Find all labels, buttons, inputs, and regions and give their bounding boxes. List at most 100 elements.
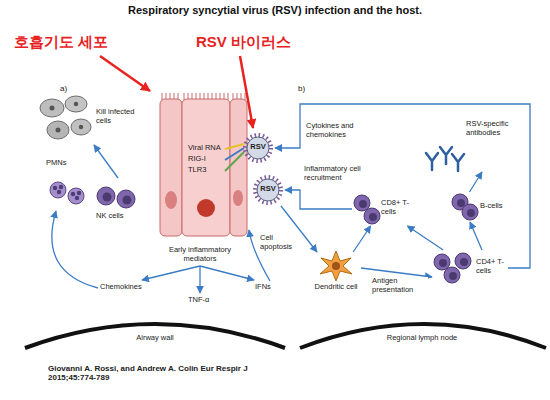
pmn-cells <box>53 186 57 190</box>
infected-cells <box>65 96 87 112</box>
flow-arrows <box>142 266 200 280</box>
dendritic-cell: Dendritic cell <box>312 252 361 302</box>
mediator-label: IFNs <box>255 283 271 292</box>
lymphocyte-nuclei <box>457 199 465 207</box>
antibodies: RSV-specific antibodies <box>420 118 519 172</box>
pmn-cells <box>50 182 66 198</box>
lymphocyte-nuclei <box>359 200 367 208</box>
panel-letter: b) <box>298 84 305 93</box>
lymphocytes <box>354 195 370 211</box>
connector-arrow <box>470 222 482 250</box>
infected-cells <box>40 96 91 139</box>
airway-wall-arc <box>25 324 285 348</box>
region-label: Regional lymph node <box>372 334 472 343</box>
dendritic-cell-shape <box>320 251 352 281</box>
rsv-virus: RSV <box>242 132 275 164</box>
lymphocyte-nuclei <box>449 272 457 280</box>
annotation-label: RSV 바이러스 <box>196 33 291 50</box>
infected-cells <box>47 121 69 139</box>
pmn-cells <box>59 185 63 189</box>
pmn-cells <box>71 192 75 196</box>
lymphocytes <box>97 187 478 283</box>
edge-label: Cytokines and chemokines <box>306 122 366 139</box>
nk-cells: NK cells <box>92 182 144 226</box>
node-text: RIG-I <box>188 155 206 164</box>
infected-cells <box>71 119 91 135</box>
panel-letter: a) <box>60 84 67 93</box>
node-text: CD8+ T-cells <box>381 199 411 216</box>
connector-arrow <box>361 268 432 277</box>
connector-arrow <box>407 226 443 250</box>
connector-arrow <box>353 226 370 252</box>
node-text: RSV <box>242 143 274 152</box>
lymphocyte-nuclei <box>103 193 112 202</box>
node-text: Viral RNA <box>188 144 221 153</box>
mediator-label: TNF-α <box>188 296 209 305</box>
node-text: PMNs <box>46 159 66 168</box>
process-label: Inflammatory cell recruitment <box>304 165 366 182</box>
node-text: RSV-specific antibodies <box>466 120 518 137</box>
receptor-lines <box>225 152 244 171</box>
node-text: Dendritic cell <box>312 283 360 292</box>
flow-arrows <box>52 211 98 288</box>
infected-cells <box>50 106 55 111</box>
airway-epithelial-cells: Viral RNA RIG-I TLR3 <box>158 92 248 240</box>
lymphocytes <box>364 208 380 224</box>
flow-arrows <box>94 145 118 178</box>
node-text: NK cells <box>96 212 124 221</box>
antibody-symbols <box>426 147 464 171</box>
epithelial-cells <box>165 191 177 209</box>
citation: Giovanni A. Rossi, and Andrew A. Colin E… <box>48 364 278 382</box>
process-label: Kill infected cells <box>96 108 142 125</box>
infected-cells <box>79 125 83 129</box>
node-text: CD4+ T-cells <box>476 258 507 275</box>
epithelial-cells <box>230 99 247 236</box>
cd4-t-cells: CD4+ T-cells <box>432 250 508 286</box>
lymphocyte-nuclei <box>103 193 476 281</box>
red-pointer-arrow <box>100 56 150 91</box>
epithelial-cells <box>160 99 182 236</box>
node-text: RSV <box>252 185 284 194</box>
pmn-cells: PMNs <box>44 158 88 208</box>
lymphocytes <box>455 253 471 269</box>
mediator-label: Chemokines <box>100 283 142 292</box>
lymph-node-arc <box>300 324 546 348</box>
dendritic-cell-shape <box>320 251 352 281</box>
flow-arrows <box>52 145 270 293</box>
pmn-cells <box>68 188 84 204</box>
epithelial-cells <box>233 190 243 206</box>
flow-arrows <box>200 266 254 280</box>
pmn-cells <box>77 191 81 195</box>
receptor-lines <box>225 144 244 171</box>
lymphocytes <box>462 204 478 220</box>
lymphocyte-nuclei <box>467 209 475 217</box>
lymphocyte-nuclei <box>460 258 468 266</box>
dendritic-cell-shape <box>332 262 340 270</box>
receptor-lines <box>225 144 244 149</box>
cd8-t-cells: CD8+ T-cells <box>352 192 412 226</box>
annotation-label: 호흡기도 세포 <box>14 33 108 50</box>
pmn-cells <box>75 196 79 200</box>
lymphocyte-nuclei <box>369 213 377 221</box>
edge-label: Antigen presentation <box>372 277 428 294</box>
connector-arrow <box>275 104 530 268</box>
b-cells: B-cells <box>450 192 514 222</box>
epithelial-cells <box>160 93 247 236</box>
infected-cells <box>56 128 61 133</box>
figure-title: Respiratory syncytial virus (RSV) infect… <box>0 4 550 17</box>
node-text: TLR3 <box>188 166 206 175</box>
lymphocytes <box>97 187 115 205</box>
infected-cells <box>40 99 64 117</box>
lymphocyte-nuclei <box>439 259 447 267</box>
lymphocytes <box>434 254 450 270</box>
epithelial-cells <box>197 199 215 217</box>
lymphocytes <box>117 190 135 208</box>
connector-arrow <box>470 172 483 192</box>
pmn-cells <box>57 190 61 194</box>
process-label: Cell apoptosis <box>260 234 298 251</box>
pmn-cells <box>50 182 84 204</box>
